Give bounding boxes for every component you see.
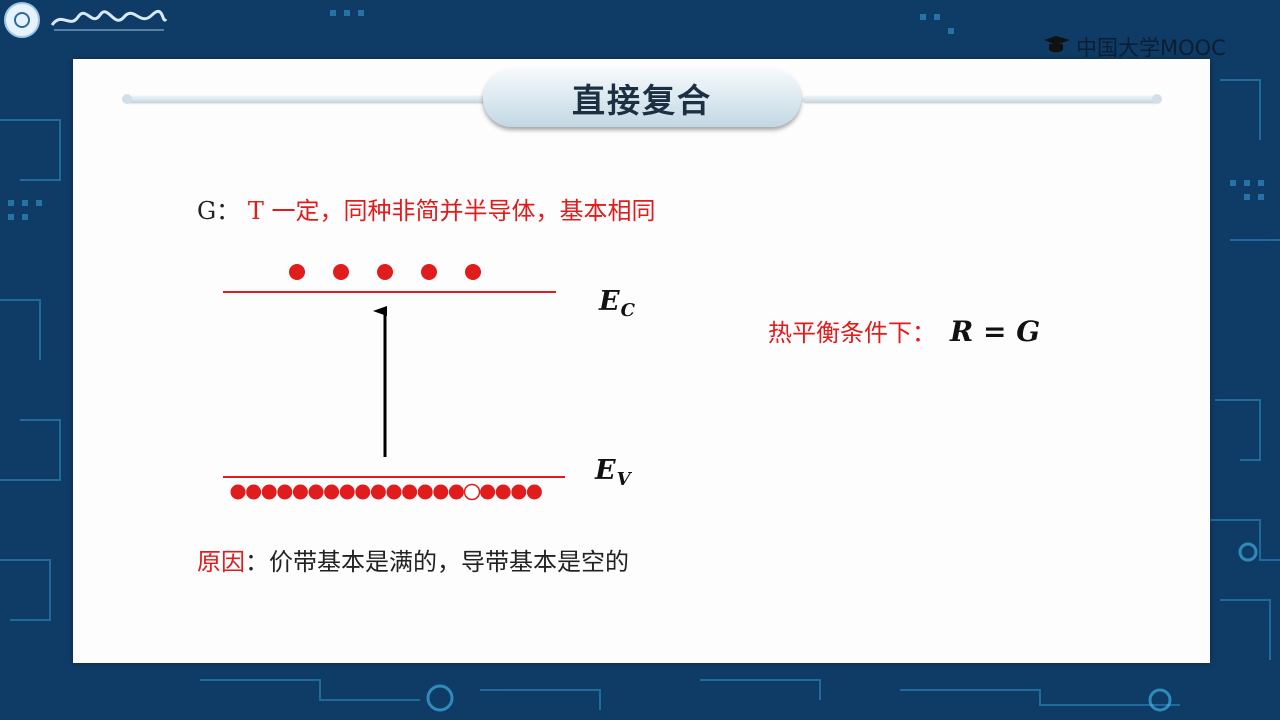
title-rule-left [122,94,488,104]
valence-electron [511,484,527,500]
valence-electron [402,484,418,500]
valence-electron [339,484,355,500]
valence-electron [386,484,402,500]
conduction-electron [421,264,437,280]
valence-electron [277,484,293,500]
conduction-electrons [289,264,481,280]
university-name-calligraphy [50,9,168,31]
reason-label: 原因 [197,548,245,576]
title-rule-right [803,94,1162,104]
slide-title: 直接复合 [483,69,801,127]
equilibrium-condition: 热平衡条件下： R = G [768,313,1040,348]
conduction-electron [289,264,305,280]
reason-statement: 原因：价带基本是满的，导带基本是空的 [197,542,629,577]
valence-electron [495,484,511,500]
equilibrium-equation: R = G [950,315,1041,348]
mooc-logo-icon [1044,36,1070,53]
equilibrium-label: 热平衡条件下： [768,319,936,347]
valence-electron [324,484,340,500]
ev-label: EV [595,455,631,490]
slide-card: 直接复合 G： T 一定，同种非简并半导体，基本相同 EC EV 热平衡条件下：… [73,59,1210,663]
valence-electron [308,484,324,500]
valence-electron [292,484,308,500]
valence-electron [370,484,386,500]
valence-electron [448,484,464,500]
generation-colon: ： [216,197,241,225]
ec-label: EC [599,286,635,321]
valence-electron [526,484,542,500]
mooc-watermark: 中国大学MOOC [1042,32,1226,62]
generation-statement: G： T 一定，同种非简并半导体，基本相同 [197,191,655,226]
reason-text: 价带基本是满的，导带基本是空的 [269,548,629,576]
conduction-electron [377,264,393,280]
conduction-electron [333,264,349,280]
energy-band-diagram [223,264,565,501]
valence-electrons [230,483,542,501]
valence-electron [433,484,449,500]
valence-electron [246,484,262,500]
valence-electron [417,484,433,500]
university-logo [4,2,168,38]
conduction-electron [465,264,481,280]
watermark-text: 中国大学MOOC [1076,36,1226,60]
valence-electron [261,484,277,500]
valence-electron [230,484,246,500]
valence-electron [355,484,371,500]
university-seal-icon [4,2,40,38]
valence-hole [463,483,481,501]
generation-condition: 一定，同种非简并半导体，基本相同 [263,197,656,225]
generation-symbol: G [197,197,217,225]
reason-colon: ： [245,548,269,576]
valence-electron [480,484,496,500]
temperature-symbol: T [247,197,264,225]
